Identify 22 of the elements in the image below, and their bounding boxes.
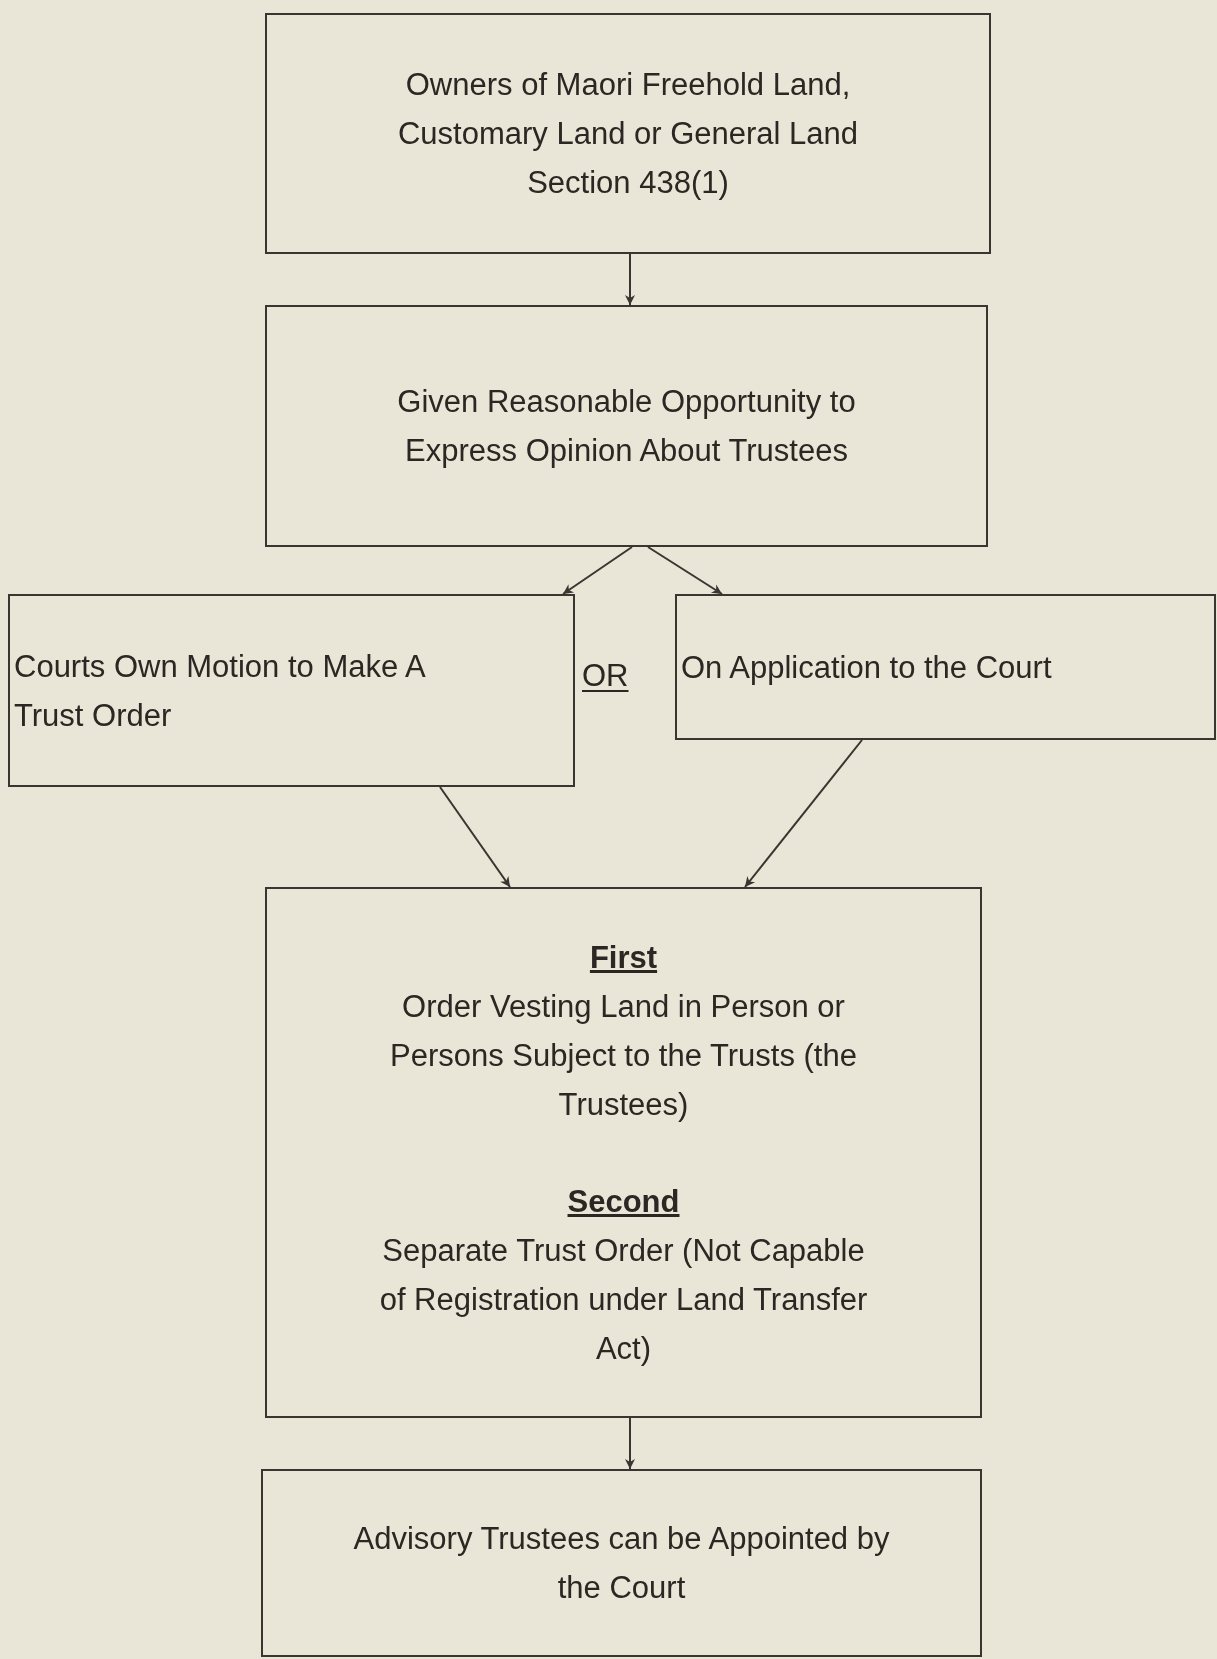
box-text: On Application to the Court [681,648,1052,687]
box-text: Separate Trust Order (Not Capable of Registration under Land Transfer Act) [378,1231,869,1368]
arrow [744,739,863,888]
process-box [675,594,1216,740]
box-text: Courts Own Motion to Make A Trust Order [14,647,426,735]
arrow [439,786,511,888]
box-text: Owners of Maori Freehold Land, Customary Land or General Land Section 438(1) [396,66,860,202]
or-label: OR [582,657,629,695]
process-box [8,594,575,787]
box-text: Given Reasonable Opportunity to Express Opinion About Trustees [396,383,857,470]
arrow [625,1417,635,1470]
arrow [647,546,723,595]
box-text: Advisory Trustees can be Appointed by the Court [352,1520,891,1607]
arrow [562,546,633,595]
box-text: Order Vesting Land in Person or Persons Subject to the Trusts (the Trustees) [389,987,858,1124]
process-box [265,887,982,1418]
process-box [265,305,988,547]
heading: Second [567,1182,680,1221]
process-box [265,13,991,254]
heading: First [589,938,658,977]
process-box [261,1469,982,1657]
arrow [625,253,635,306]
